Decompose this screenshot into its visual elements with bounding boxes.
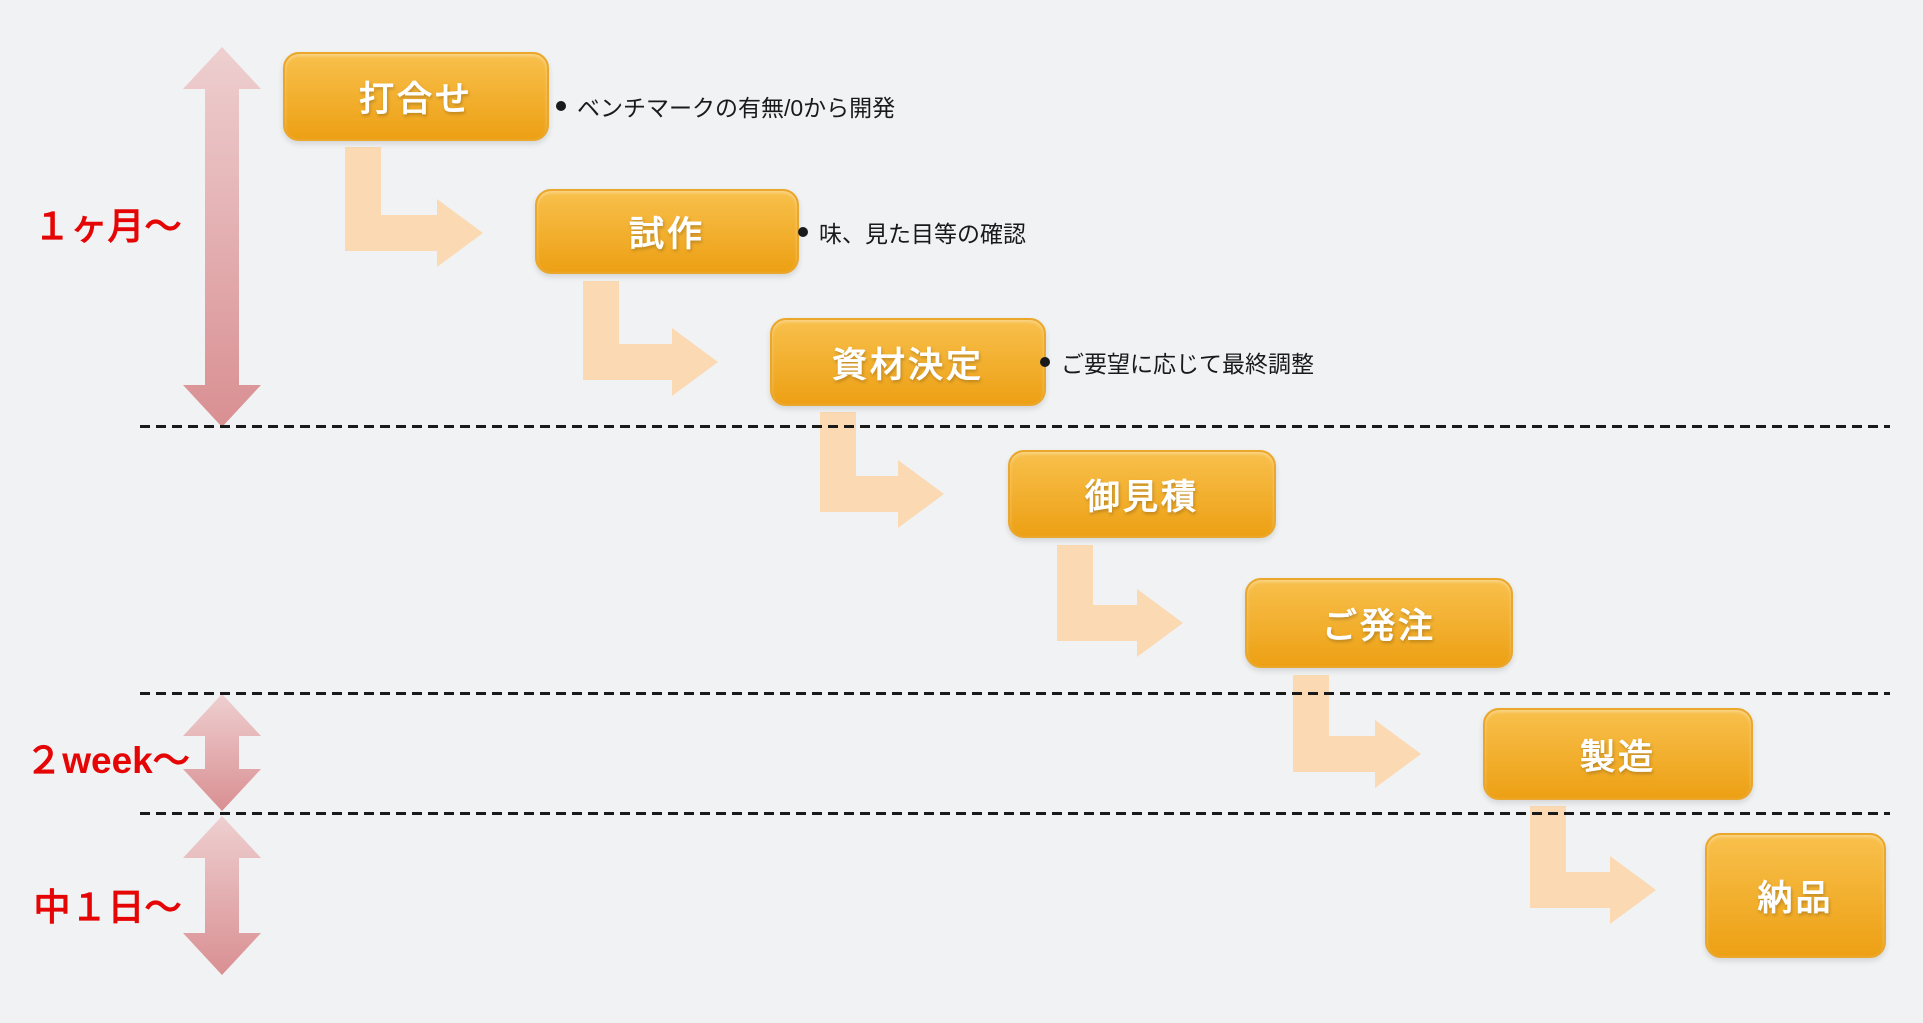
step-box-order: ご発注 xyxy=(1245,578,1513,668)
timespan-arrow-1-day xyxy=(183,816,261,975)
note-meeting: ベンチマークの有無/0から開発 xyxy=(556,90,895,122)
elbow-arrow-2 xyxy=(583,281,718,396)
elbow-arrow-4 xyxy=(1057,545,1183,657)
elbow-arrow-1 xyxy=(345,147,483,267)
divider-line-1 xyxy=(140,425,1890,428)
bullet-icon xyxy=(798,227,808,237)
note-text: ベンチマークの有無/0から開発 xyxy=(577,95,896,121)
bullet-icon xyxy=(556,101,566,111)
step-box-quotation: 御見積 xyxy=(1008,450,1276,538)
step-box-prototype: 試作 xyxy=(535,189,799,274)
elbow-arrow-3 xyxy=(820,412,944,528)
divider-line-2 xyxy=(140,692,1890,695)
timespan-arrow-2-week xyxy=(183,694,261,811)
timespan-arrow-1-month xyxy=(183,47,261,427)
duration-label-2-week: ２week～ xyxy=(25,740,190,781)
step-box-material-decision: 資材決定 xyxy=(770,318,1046,406)
note-material-decision: ご要望に応じて最終調整 xyxy=(1040,346,1314,378)
note-text: 味、見た目等の確認 xyxy=(819,221,1026,247)
duration-label-1-day: 中１日～ xyxy=(33,887,182,928)
step-box-meeting: 打合せ xyxy=(283,52,549,141)
step-box-manufacturing: 製造 xyxy=(1483,708,1753,800)
elbow-arrow-5 xyxy=(1293,675,1421,788)
divider-line-3 xyxy=(140,812,1890,815)
step-box-delivery: 納品 xyxy=(1705,833,1886,958)
elbow-arrow-6 xyxy=(1530,806,1656,924)
note-prototype: 味、見た目等の確認 xyxy=(798,216,1026,248)
note-text: ご要望に応じて最終調整 xyxy=(1061,351,1314,377)
bullet-icon xyxy=(1040,357,1050,367)
duration-label-1-month: １ヶ月～ xyxy=(33,206,182,247)
